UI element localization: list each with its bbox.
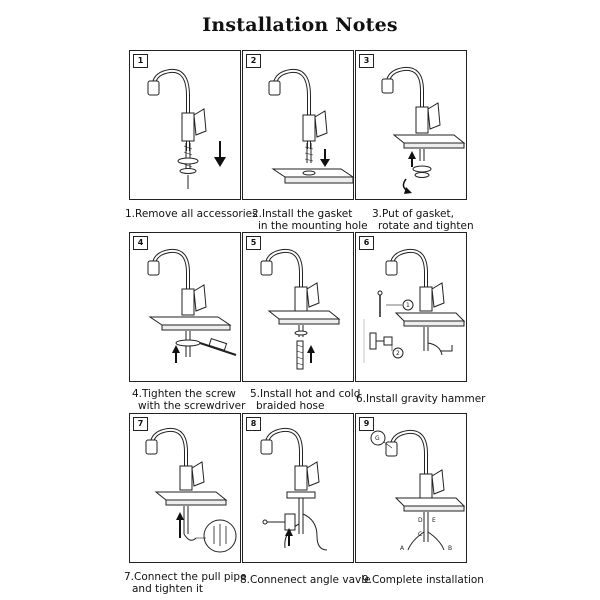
step-number: 6 [359, 236, 374, 250]
step-9-caption: 9.Complete installation [362, 574, 484, 586]
step-number: 2 [246, 54, 261, 68]
step-8-caption: 8.Connenect angle vavle [240, 574, 371, 586]
step-4-caption: 4.Tighten the screw with the screwdriver [132, 388, 246, 412]
step-1-panel: 1 [129, 50, 241, 200]
callout-a: A [400, 545, 405, 552]
install-gasket-illustration [268, 68, 355, 184]
step-number: 9 [359, 417, 374, 431]
step-number: 8 [246, 417, 261, 431]
connect-angle-valve-illustration [260, 427, 328, 551]
step-number: 3 [359, 54, 374, 68]
step-2-caption: 2.Install the gasket in the mounting hol… [252, 208, 368, 232]
step-3-panel: 3 [355, 50, 467, 200]
callout-e: E [432, 517, 436, 524]
callout-g: G [375, 435, 380, 442]
step-number: 1 [133, 54, 148, 68]
callout-d: D [418, 517, 423, 524]
step-5-caption: 5.Install hot and cold braided hose [250, 388, 361, 412]
step-number: 5 [246, 236, 261, 250]
connect-pull-pipe-illustration [145, 427, 237, 553]
tighten-screw-illustration [147, 248, 237, 363]
callout-2: 2 [396, 350, 400, 357]
step-3-caption: 3.Put of gasket, rotate and tighten [372, 208, 474, 232]
install-gravity-hammer-illustration: 1 2 [363, 248, 466, 363]
callout-1: 1 [406, 302, 410, 309]
step-7-panel: 7 [129, 413, 241, 563]
faucet-remove-accessories-illustration [147, 68, 226, 189]
put-gasket-rotate-illustration [381, 66, 466, 194]
step-2-panel: 2 [242, 50, 355, 200]
step-9-panel: 9 G D E C A B [355, 413, 467, 563]
step-6-panel: 6 1 2 [355, 232, 467, 382]
page-title: Installation Notes [202, 14, 398, 36]
complete-installation-illustration: G D E C A B [370, 429, 466, 552]
install-braided-hose-illustration [260, 248, 341, 370]
step-4-panel: 4 [129, 232, 241, 382]
step-8-panel: 8 [242, 413, 354, 563]
step-number: 7 [133, 417, 148, 431]
callout-b: B [448, 545, 452, 552]
step-5-panel: 5 [242, 232, 354, 382]
step-6-caption: 6.Install gravity hammer [356, 393, 486, 405]
step-number: 4 [133, 236, 148, 250]
step-7-caption: 7.Connect the pull pipe and tighten it [124, 571, 247, 595]
callout-c: C [418, 531, 422, 538]
step-1-caption: 1.Remove all accessories [125, 208, 258, 220]
